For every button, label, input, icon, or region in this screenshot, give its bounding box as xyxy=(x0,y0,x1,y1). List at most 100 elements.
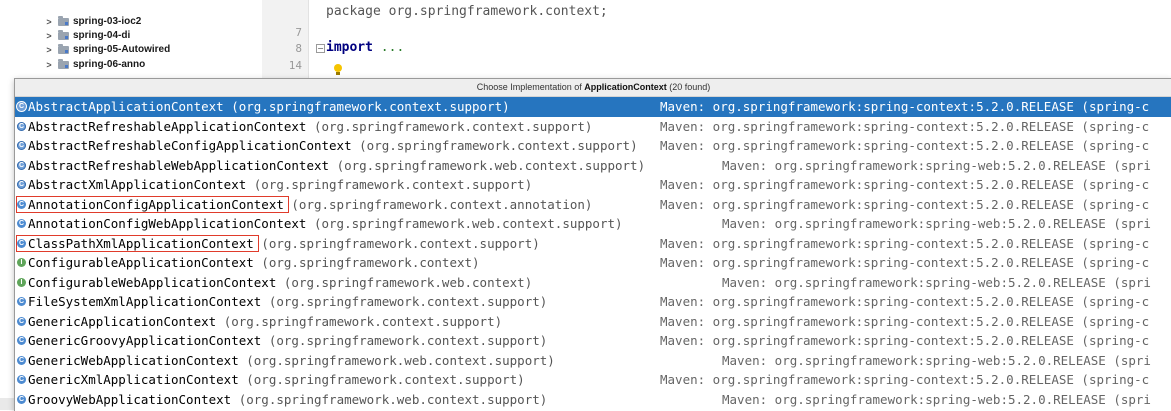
library-label: Maven: org.springframework:spring-contex… xyxy=(660,313,1150,329)
library-label: Maven: org.springframework:spring-contex… xyxy=(660,177,1150,192)
class-name: ConfigurableWebApplicationContext (org.s… xyxy=(28,273,532,293)
class-icon: C xyxy=(17,219,26,228)
interface-icon: I xyxy=(17,258,26,267)
import-keyword: import xyxy=(326,40,373,55)
class-name: FileSystemXmlApplicationContext (org.spr… xyxy=(28,292,547,312)
class-package: (org.springframework.context.support) xyxy=(253,177,533,192)
class-package: (org.springframework.context) xyxy=(261,255,480,270)
module-folder-icon xyxy=(58,43,69,54)
tree-item-spring-03-ioc2[interactable]: > spring-03-ioc2 xyxy=(44,14,141,29)
class-package: (org.springframework.context.support) xyxy=(359,138,638,153)
chevron-right-icon[interactable]: > xyxy=(46,59,52,70)
module-folder-icon xyxy=(58,58,69,69)
class-icon: C xyxy=(17,297,26,306)
class-name: AbstractApplicationContext (org.springfr… xyxy=(28,97,510,117)
library-label: Maven: org.springframework:spring-contex… xyxy=(660,294,1150,309)
tree-item-label: spring-06-anno xyxy=(73,59,146,70)
class-icon: C xyxy=(17,375,26,384)
tree-item-spring-05-autowired[interactable]: > spring-05-Autowired xyxy=(44,42,170,57)
library-label: Maven: org.springframework:spring-contex… xyxy=(660,333,1150,348)
class-name: ClassPathXmlApplicationContext (org.spri… xyxy=(28,234,540,254)
choose-implementation-popup: Choose Implementation of ApplicationCont… xyxy=(14,78,1171,411)
class-name: AbstractRefreshableConfigApplicationCont… xyxy=(28,136,638,156)
class-package: (org.springframework.context.support) xyxy=(223,313,503,329)
popup-title-count: (20 found) xyxy=(666,82,711,92)
class-simple-name: FileSystemXmlApplicationContext xyxy=(28,294,262,309)
tree-item-label: spring-04-di xyxy=(73,30,131,41)
library-label: Maven: org.springframework:spring-web:5.… xyxy=(722,274,1151,290)
chevron-right-icon[interactable]: > xyxy=(46,44,52,55)
tree-item-spring-04-di[interactable]: > spring-04-di xyxy=(44,28,130,43)
lightbulb-icon[interactable] xyxy=(334,64,342,75)
class-package: (org.springframework.context.support) xyxy=(231,99,510,114)
class-package: (org.springframework.context.annotation) xyxy=(291,196,593,212)
abstract-class-icon: C xyxy=(17,141,26,150)
class-name: AbstractXmlApplicationContext (org.sprin… xyxy=(28,175,532,195)
class-package: (org.springframework.context.support) xyxy=(313,118,593,134)
line-number: 14 xyxy=(288,59,302,72)
abstract-class-icon: C xyxy=(17,102,26,111)
popup-title-prefix: Choose Implementation of xyxy=(476,82,585,92)
class-simple-name: AbstractXmlApplicationContext xyxy=(28,177,247,192)
class-icon: C xyxy=(17,199,26,209)
class-name: GenericXmlApplicationContext (org.spring… xyxy=(28,370,525,390)
library-label: Maven: org.springframework:spring-web:5.… xyxy=(722,216,1151,231)
class-name: AbstractRefreshableApplicationContext (o… xyxy=(28,117,592,137)
folded-imports[interactable]: ... xyxy=(372,40,405,55)
class-simple-name: GenericWebApplicationContext xyxy=(28,352,239,368)
class-simple-name: AnnotationConfigWebApplicationContext xyxy=(28,216,307,231)
class-name: GenericWebApplicationContext (org.spring… xyxy=(28,351,555,371)
class-package: (org.springframework.web.context) xyxy=(283,274,533,290)
class-name: GroovyWebApplicationContext (org.springf… xyxy=(28,390,547,410)
class-icon: C xyxy=(17,394,26,404)
line-number: 8 xyxy=(295,42,302,55)
class-name: AbstractRefreshableWebApplicationContext… xyxy=(28,156,645,176)
import-line[interactable]: import ... xyxy=(326,40,404,55)
module-folder-icon xyxy=(58,29,69,40)
class-simple-name: GenericGroovyApplicationContext xyxy=(28,333,262,348)
library-label: Maven: org.springframework:spring-contex… xyxy=(660,138,1150,153)
popup-title: Choose Implementation of ApplicationCont… xyxy=(15,79,1171,97)
interface-icon: I xyxy=(17,277,26,287)
class-icon: C xyxy=(17,316,26,326)
chevron-right-icon[interactable]: > xyxy=(46,30,52,41)
popup-title-interface: ApplicationContext xyxy=(584,82,667,92)
class-simple-name: AbstractRefreshableWebApplicationContext xyxy=(28,157,330,173)
class-simple-name: AnnotationConfigApplicationContext xyxy=(28,196,284,212)
package-line[interactable]: package org.springframework.context; xyxy=(326,4,608,19)
class-name: GenericApplicationContext (org.springfra… xyxy=(28,312,502,332)
class-package: (org.springframework.context.support) xyxy=(268,333,548,348)
library-label: Maven: org.springframework:spring-web:5.… xyxy=(722,352,1151,368)
library-label: Maven: org.springframework:spring-contex… xyxy=(660,235,1150,251)
class-icon: C xyxy=(17,355,26,365)
class-name: AnnotationConfigApplicationContext (org.… xyxy=(28,195,592,215)
library-label: Maven: org.springframework:spring-web:5.… xyxy=(722,157,1151,173)
fold-toggle-icon[interactable]: − xyxy=(316,44,325,53)
abstract-class-icon: C xyxy=(17,160,26,170)
library-label: Maven: org.springframework:spring-contex… xyxy=(660,255,1150,270)
class-package: (org.springframework.context.support) xyxy=(261,235,540,251)
tree-item-spring-06-anno[interactable]: > spring-06-anno xyxy=(44,57,145,72)
chevron-right-icon[interactable]: > xyxy=(46,16,52,27)
class-name: AnnotationConfigWebApplicationContext (o… xyxy=(28,214,623,234)
library-label: Maven: org.springframework:spring-contex… xyxy=(660,118,1150,134)
class-simple-name: GenericXmlApplicationContext xyxy=(28,372,239,387)
library-label: Maven: org.springframework:spring-web:5.… xyxy=(722,391,1151,407)
